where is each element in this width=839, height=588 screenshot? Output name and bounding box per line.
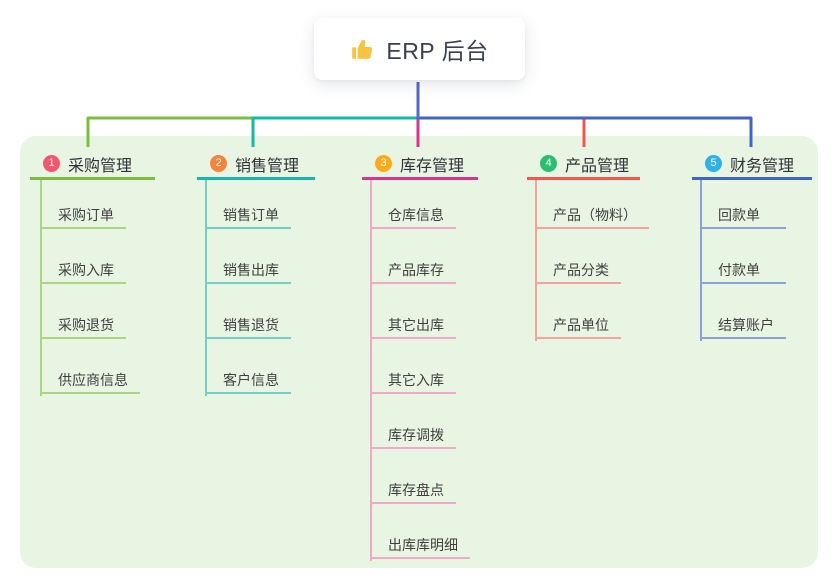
child-node[interactable]: 库存盘点: [370, 478, 456, 504]
branch-2-rail: [205, 180, 207, 396]
badge-number-1: 1: [43, 155, 60, 172]
branch-label: 采购管理: [68, 157, 133, 175]
badge-number-3: 3: [375, 155, 392, 172]
badge-number-4: 4: [540, 155, 557, 172]
child-node[interactable]: 采购订单: [40, 203, 126, 229]
root-node-title: ERP 后台: [386, 38, 489, 64]
child-node[interactable]: 产品（物料）: [535, 203, 649, 229]
child-node[interactable]: 销售订单: [205, 203, 291, 229]
child-node[interactable]: 其它出库: [370, 313, 456, 339]
child-node[interactable]: 付款单: [700, 258, 786, 284]
branch-label: 财务管理: [730, 157, 795, 175]
thumbs-up-icon: [352, 39, 373, 59]
branch-label: 产品管理: [565, 157, 630, 175]
child-node[interactable]: 采购退货: [40, 313, 126, 339]
root-node-erp[interactable]: ERP 后台: [314, 18, 525, 80]
branches-background-panel: [20, 136, 818, 568]
branch-node-products[interactable]: 4 产品管理: [527, 150, 640, 180]
branch-node-inventory[interactable]: 3 库存管理: [362, 150, 478, 180]
branch-label: 销售管理: [235, 157, 300, 175]
child-node[interactable]: 出库库明细: [370, 533, 470, 559]
badge-number-5: 5: [705, 155, 722, 172]
branch-node-sales[interactable]: 2 销售管理: [197, 150, 315, 180]
branch-4-rail: [535, 180, 537, 341]
child-node[interactable]: 库存调拨: [370, 423, 456, 449]
child-node[interactable]: 销售退货: [205, 313, 291, 339]
child-node[interactable]: 仓库信息: [370, 203, 456, 229]
child-node[interactable]: 结算账户: [700, 313, 786, 339]
branch-label: 库存管理: [400, 157, 465, 175]
child-node[interactable]: 采购入库: [40, 258, 126, 284]
child-node[interactable]: 产品单位: [535, 313, 621, 339]
branch-5-rail: [700, 180, 702, 341]
child-node[interactable]: 回款单: [700, 203, 786, 229]
branch-node-purchasing[interactable]: 1 采购管理: [30, 150, 155, 180]
child-node[interactable]: 产品分类: [535, 258, 621, 284]
branch-3-rail: [370, 180, 372, 561]
child-node[interactable]: 客户信息: [205, 368, 291, 394]
child-node[interactable]: 供应商信息: [40, 368, 140, 394]
branch-node-finance[interactable]: 5 财务管理: [692, 150, 812, 180]
branch-1-rail: [40, 180, 42, 396]
child-node[interactable]: 产品库存: [370, 258, 456, 284]
child-node[interactable]: 销售出库: [205, 258, 291, 284]
child-node[interactable]: 其它入库: [370, 368, 456, 394]
badge-number-2: 2: [210, 155, 227, 172]
